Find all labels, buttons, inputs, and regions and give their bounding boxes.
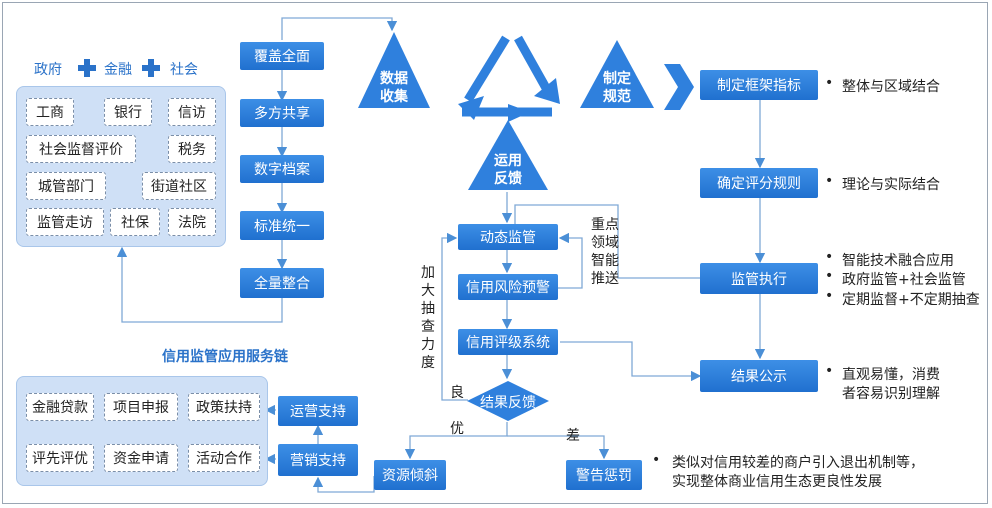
source-box: 工商 [26, 98, 74, 126]
regulate-triangle [580, 40, 654, 108]
finance-label: 金融 [104, 62, 132, 78]
outcome-warning: 警告惩罚 [566, 460, 642, 490]
society-label: 社会 [170, 62, 198, 78]
service-box: 金融贷款 [26, 393, 94, 421]
source-box: 监管走访 [26, 208, 104, 236]
bullet: • [825, 249, 834, 265]
source-box: 街道社区 [142, 172, 216, 200]
note-rules: 理论与实际结合 [842, 177, 940, 193]
collect-triangle [358, 32, 430, 108]
service-title: 信用监管应用服务链 [162, 349, 288, 365]
excellent-label: 优 [450, 421, 464, 437]
right-step: 确定评分规则 [700, 168, 818, 198]
source-box: 税务 [168, 135, 216, 163]
service-box: 资金申请 [104, 444, 178, 472]
center-step: 信用风险预警 [458, 274, 558, 300]
bullet: • [825, 288, 834, 304]
collect-label: 数据收集 [380, 71, 408, 105]
data-step: 数字档案 [240, 155, 324, 183]
bullet: • [652, 452, 661, 468]
service-box: 政策扶持 [188, 393, 260, 421]
source-box: 社保 [110, 208, 160, 236]
poor-label: 差 [566, 428, 580, 444]
center-step: 信用评级系统 [458, 329, 558, 355]
bullet: • [825, 363, 834, 379]
inspect-label: 加大抽查力度 [421, 265, 435, 371]
note-execute: 智能技术融合应用 [842, 253, 954, 269]
bullet: • [825, 75, 834, 91]
source-box: 法院 [168, 208, 216, 236]
service-box: 活动合作 [188, 444, 260, 472]
service-box: 项目申报 [104, 393, 178, 421]
center-step: 动态监管 [458, 224, 558, 250]
note-publish: 直观易懂，消费 [842, 367, 940, 383]
center-step: 结果反馈 [480, 395, 536, 411]
right-step: 监管执行 [700, 263, 818, 294]
service-box: 评先评优 [26, 444, 94, 472]
right-step: 制定框架指标 [700, 70, 818, 100]
feedback-label: 运用反馈 [494, 153, 522, 187]
support-step: 营销支持 [278, 444, 358, 476]
source-box: 社会监督评价 [26, 135, 136, 163]
good-label: 良 [450, 385, 464, 401]
right-step: 结果公示 [700, 360, 818, 392]
warning-note: 实现整体商业信用生态更良性发展 [672, 474, 882, 490]
bullet: • [825, 173, 834, 189]
feedback-diamond [467, 381, 549, 421]
source-box: 银行 [104, 98, 152, 126]
gov-label: 政府 [34, 62, 62, 78]
note-publish: 者容易识别理解 [842, 386, 940, 402]
push-label: 重点领域智能推送 [591, 217, 619, 287]
note-execute: 政府监管+社会监管 [842, 272, 966, 288]
plus-icon [142, 59, 160, 77]
data-step: 多方共享 [240, 99, 324, 127]
data-step: 全量整合 [240, 268, 324, 298]
regulate-label: 制定规范 [603, 71, 631, 105]
plus-icon [78, 59, 96, 77]
support-step: 运营支持 [278, 396, 358, 426]
source-box: 城管部门 [26, 172, 106, 200]
bullet: • [825, 268, 834, 284]
warning-note: 类似对信用较差的商户引入退出机制等， [672, 455, 924, 471]
data-step: 覆盖全面 [240, 42, 324, 70]
note-execute: 定期监督+不定期抽查 [842, 292, 980, 308]
outcome-resource: 资源倾斜 [374, 460, 446, 490]
note-framework: 整体与区域结合 [842, 79, 940, 95]
feedback-triangle [468, 120, 548, 190]
source-box: 信访 [168, 98, 216, 126]
chevron-right-icon [664, 64, 694, 110]
data-step: 标准统一 [240, 211, 324, 240]
